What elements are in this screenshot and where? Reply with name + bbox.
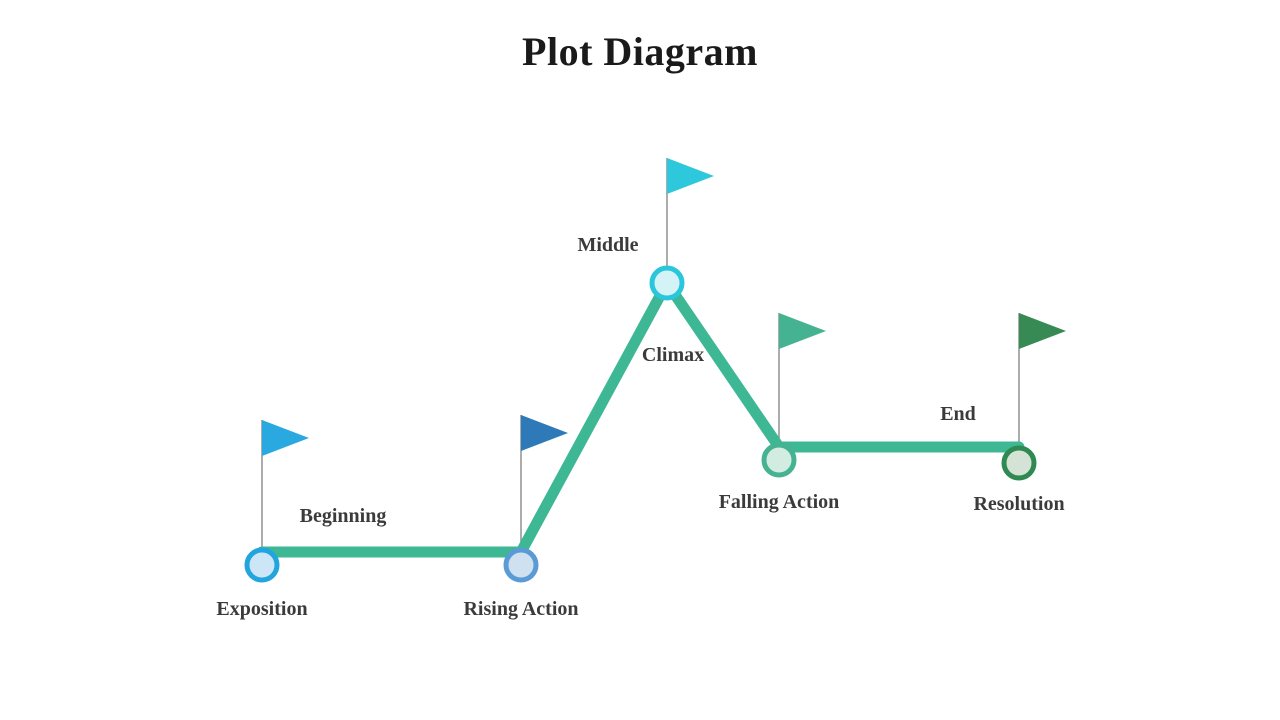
section-label-end: End [940, 403, 976, 425]
flag-icon-falling-action[interactable] [779, 313, 826, 349]
section-label-beginning: Beginning [299, 505, 387, 527]
flag-poles [261, 158, 1020, 565]
node-label-climax: Climax [641, 344, 705, 366]
node-markers [244, 265, 1037, 583]
node-label-resolution: Resolution [973, 493, 1065, 515]
node-marker-resolution[interactable] [1001, 445, 1037, 481]
section-label-middle: Middle [577, 234, 639, 256]
node-label-rising-action: Rising Action [463, 598, 579, 620]
flags [262, 158, 1066, 456]
flag-icon-climax[interactable] [667, 158, 714, 194]
node-label-exposition: Exposition [216, 598, 308, 620]
flag-icon-exposition[interactable] [262, 420, 309, 456]
node-marker-exposition[interactable] [244, 547, 280, 583]
node-marker-rising-action[interactable] [503, 547, 539, 583]
flag-icon-resolution[interactable] [1019, 313, 1066, 349]
node-marker-falling-action[interactable] [761, 442, 797, 478]
node-label-falling-action: Falling Action [718, 491, 840, 513]
page-title: Plot Diagram [522, 29, 758, 74]
flag-icon-rising-action[interactable] [521, 415, 568, 451]
node-marker-climax[interactable] [649, 265, 685, 301]
